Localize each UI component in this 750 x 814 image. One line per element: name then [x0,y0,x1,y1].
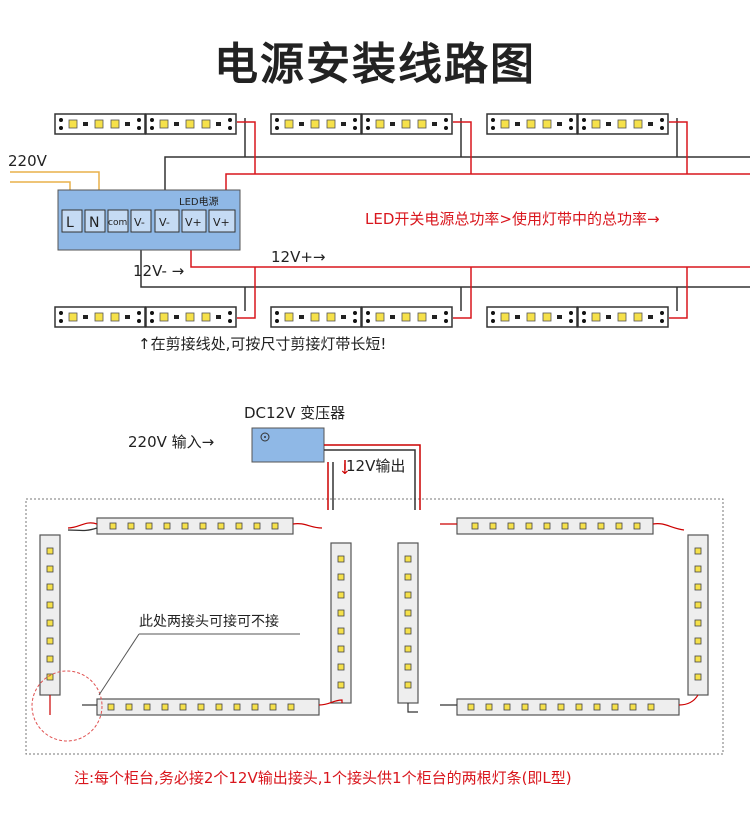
transformer-box [251,427,325,463]
v-minus-label: 12V- → [133,262,184,280]
bottom-strip-row [54,306,669,328]
footer-note: 注:每个柜台,务必接2个12V输出接头,1个接头供1个柜台的两根灯条(即L型) [74,769,572,787]
terminal-vplus-2: V+ [213,216,230,229]
terminal-vminus-2: V- [159,216,170,229]
input-label: 220V 输入→ [128,433,214,451]
led-power-supply: LED电源 L N com V- V- V+ V+ [57,189,241,251]
v-plus-label: 12V+→ [271,248,326,266]
cabinet-outline [25,498,724,755]
joint-circle [31,670,103,742]
page-title: 电源安装线路图 [214,39,536,90]
bar-end-wires [49,522,699,715]
transformer-label: DC12V 变压器 [244,404,345,422]
terminal-vminus-1: V- [134,216,145,229]
terminal-com: com [108,218,127,228]
psu-label: LED电源 [179,195,219,208]
terminal-l: L [66,215,74,231]
output-label: 12V输出 [346,457,405,475]
cut-note: ↑在剪接线处,可按尺寸剪接灯带长短! [138,335,386,353]
svg-text:↓: ↓ [339,462,351,478]
cabinet-bars [39,517,709,716]
output-wires: ↓ [324,444,421,510]
power-note: LED开关电源总功率>使用灯带中的总功率→ [365,210,660,228]
joint-note: 此处两接头可接可不接 [139,613,279,630]
top-strip-row [54,113,669,135]
voltage-in-label: 220V [8,152,48,170]
terminal-n: N [89,215,99,231]
terminal-vplus-1: V+ [185,216,202,229]
